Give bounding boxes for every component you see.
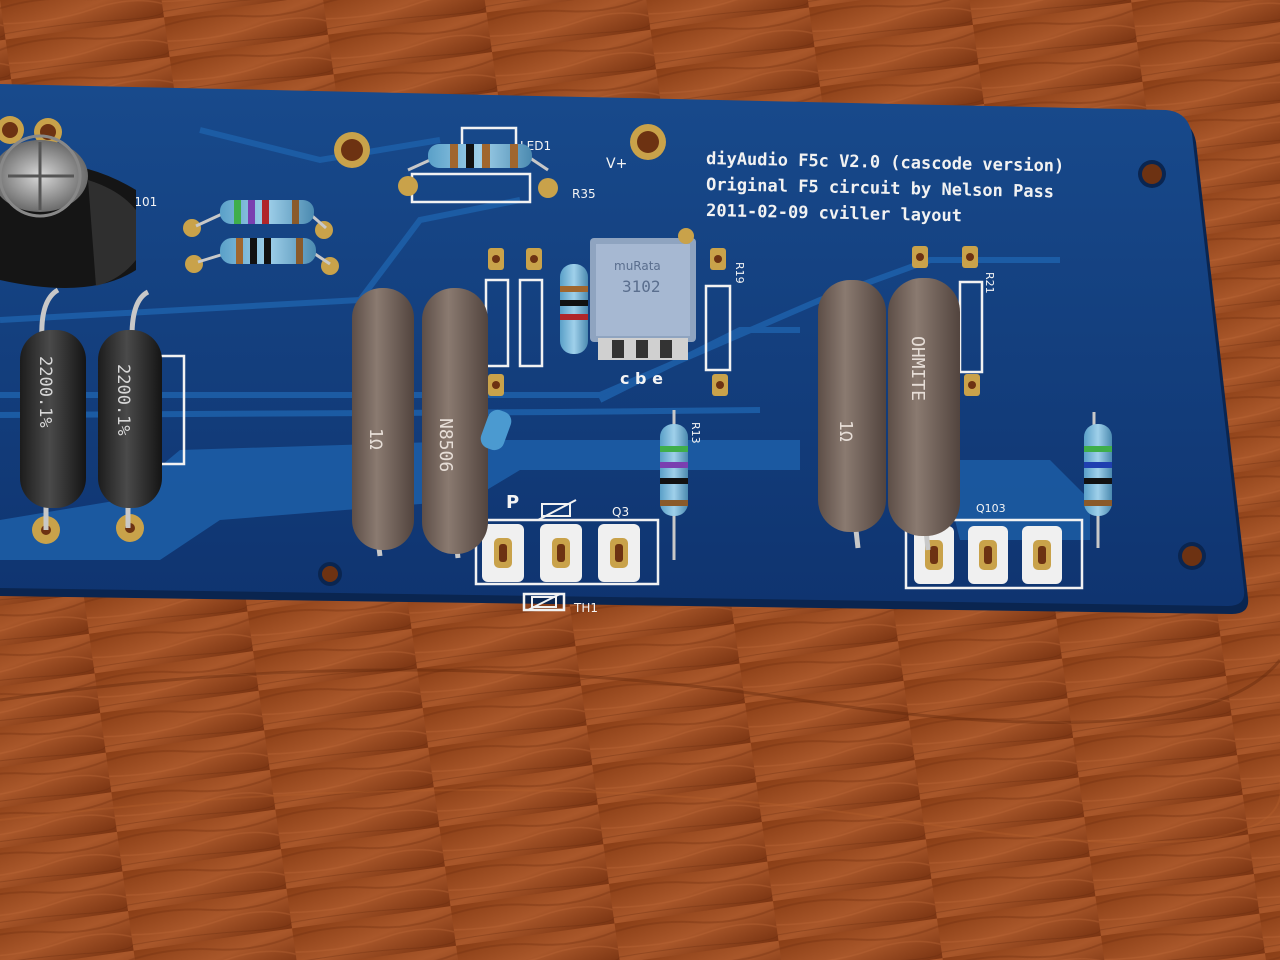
transistor-pads-q3 bbox=[482, 524, 640, 582]
trimmer-brand: muRata bbox=[614, 259, 661, 273]
power-resistor-mark-2: 2200.1% bbox=[113, 364, 133, 436]
label-vplus: V+ bbox=[606, 156, 627, 172]
wirewound-mark-2: OHMITE bbox=[907, 336, 928, 401]
label-q3: Q3 bbox=[612, 505, 629, 519]
capacitor-c101 bbox=[0, 134, 136, 288]
thermistor-symbol bbox=[527, 499, 577, 611]
power-resistor-left-1: 2200.1% bbox=[20, 287, 86, 530]
power-resistor-left-2: 2200.1% bbox=[98, 289, 162, 528]
power-resistor-mark-1: 2200.1% bbox=[35, 356, 55, 428]
label-cbe: c b e bbox=[620, 369, 663, 388]
resistor-r35 bbox=[407, 144, 549, 172]
trimmer-mark: 3102 bbox=[622, 277, 661, 296]
resistor-r1-upper bbox=[195, 200, 327, 230]
label-p: P bbox=[506, 492, 519, 513]
mounting-holes bbox=[0, 116, 1206, 586]
small-capacitor-blue bbox=[480, 409, 512, 451]
resistor-r13 bbox=[660, 410, 688, 560]
trimmer-potentiometer: muRata 3102 bbox=[590, 228, 696, 360]
wirewound-resistor-left-2: N8506 bbox=[422, 288, 488, 559]
wirewound-resistor-left-1: 1Ω bbox=[352, 288, 414, 557]
wirewound-resistor-right-1: 1Ω bbox=[818, 280, 886, 549]
wirewound-resistor-right-2: OHMITE bbox=[888, 278, 960, 551]
resistor-right-vertical bbox=[1084, 412, 1112, 548]
label-r21: R21 bbox=[983, 272, 996, 294]
wirewound-mark-1: N8506 bbox=[435, 418, 456, 472]
resistor-r1-lower bbox=[197, 238, 331, 266]
silkscreen-outlines bbox=[146, 126, 1084, 612]
label-th1: TH1 bbox=[573, 601, 598, 615]
resistor-vertical-trimmer bbox=[560, 264, 588, 354]
pcb-board: diyAudio F5c V2.0 (cascode version) Orig… bbox=[0, 84, 1249, 615]
label-r35: R35 bbox=[572, 187, 596, 201]
label-r19: R19 bbox=[733, 262, 746, 284]
transistor-pads-q103 bbox=[914, 526, 1062, 584]
svg-text:1Ω: 1Ω bbox=[835, 420, 856, 442]
label-r13: R13 bbox=[689, 422, 702, 444]
svg-text:1Ω: 1Ω bbox=[365, 428, 386, 450]
label-q103: Q103 bbox=[976, 502, 1006, 515]
